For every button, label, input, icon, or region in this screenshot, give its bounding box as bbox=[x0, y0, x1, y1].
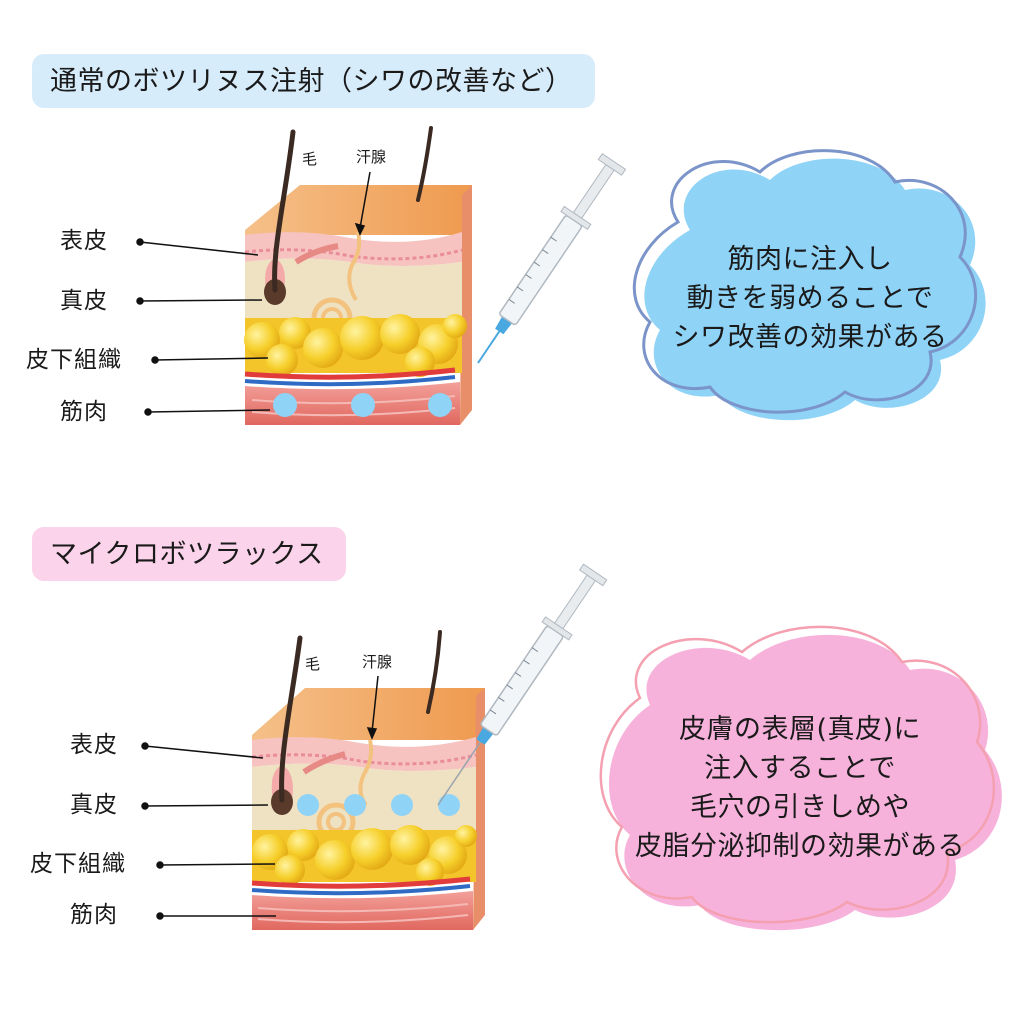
skin-surface bbox=[245, 185, 472, 235]
skin-illustration bbox=[136, 126, 986, 425]
skin-side bbox=[460, 185, 472, 425]
sweat-gland-label: 汗腺 bbox=[356, 148, 387, 166]
layer-label-epidermis: 表皮 bbox=[70, 732, 118, 758]
callout-line: 毛穴の引きしめや bbox=[690, 792, 910, 823]
sweat-gland-duct bbox=[347, 231, 362, 302]
section-title: 通常のボツリヌス注射（シワの改善など） bbox=[32, 54, 595, 108]
injection-dot bbox=[438, 794, 460, 816]
hair-label: 毛 bbox=[305, 655, 321, 673]
injection-dots bbox=[297, 794, 460, 816]
syringe bbox=[477, 153, 627, 364]
skin-surface bbox=[252, 688, 485, 740]
syringe bbox=[437, 563, 608, 806]
layer-label-muscle: 筋肉 bbox=[60, 399, 108, 425]
section-normal-botox: 通常のボツリヌス注射（シワの改善など） 毛 汗腺 表皮 真皮 皮下組織 筋肉 筋… bbox=[0, 0, 1024, 500]
injection-dot bbox=[344, 794, 366, 816]
callout-cloud bbox=[599, 625, 1002, 931]
callout-text: 皮膚の表層(真皮)に 注入することで 毛穴の引きしめや 皮脂分泌抑制の効果がある bbox=[620, 710, 980, 866]
injection-dot bbox=[351, 393, 375, 417]
layer-label-epidermis: 表皮 bbox=[60, 228, 108, 254]
section-title: マイクロボツラックス bbox=[32, 527, 346, 581]
hair-label: 毛 bbox=[302, 150, 318, 168]
callout-line: 動きを弱めることで bbox=[686, 283, 934, 314]
callout-line: 皮膚の表層(真皮)に bbox=[678, 714, 922, 745]
cloud-outline bbox=[632, 149, 977, 414]
callout-text: 筋肉に注入し 動きを弱めることで シワ改善の効果がある bbox=[650, 240, 970, 357]
layer-label-dermis: 真皮 bbox=[60, 288, 108, 314]
injection-dot bbox=[297, 794, 319, 816]
callout-line: 注入することで bbox=[704, 753, 896, 784]
injection-dot bbox=[273, 393, 297, 417]
callout-cloud bbox=[632, 149, 986, 421]
injection-dot bbox=[428, 393, 452, 417]
callout-line: 皮脂分泌抑制の効果がある bbox=[635, 831, 965, 862]
cloud-fill bbox=[608, 634, 1002, 931]
sweat-gland-label: 汗腺 bbox=[362, 653, 393, 671]
hair-shaft bbox=[272, 129, 296, 293]
section-micro-botox: マイクロボツラックス 毛 汗腺 表皮 真皮 皮下組織 筋肉 皮膚の表層(真皮)に… bbox=[0, 500, 1024, 1000]
layer-label-dermis: 真皮 bbox=[70, 792, 118, 818]
cloud-outline bbox=[599, 625, 996, 924]
layer-label-subcutaneous: 皮下組織 bbox=[26, 347, 122, 373]
callout-line: 筋肉に注入し bbox=[727, 244, 893, 275]
hair-shaft bbox=[279, 635, 303, 803]
layer-label-subcutaneous: 皮下組織 bbox=[30, 851, 126, 877]
injection-dots bbox=[273, 393, 452, 417]
cloud-fill bbox=[644, 158, 986, 421]
callout-line: シワ改善の効果がある bbox=[672, 322, 948, 353]
skin-illustration bbox=[141, 563, 1002, 931]
dermis-band bbox=[245, 258, 462, 318]
injection-dot bbox=[391, 794, 413, 816]
layer-label-muscle: 筋肉 bbox=[70, 902, 118, 928]
